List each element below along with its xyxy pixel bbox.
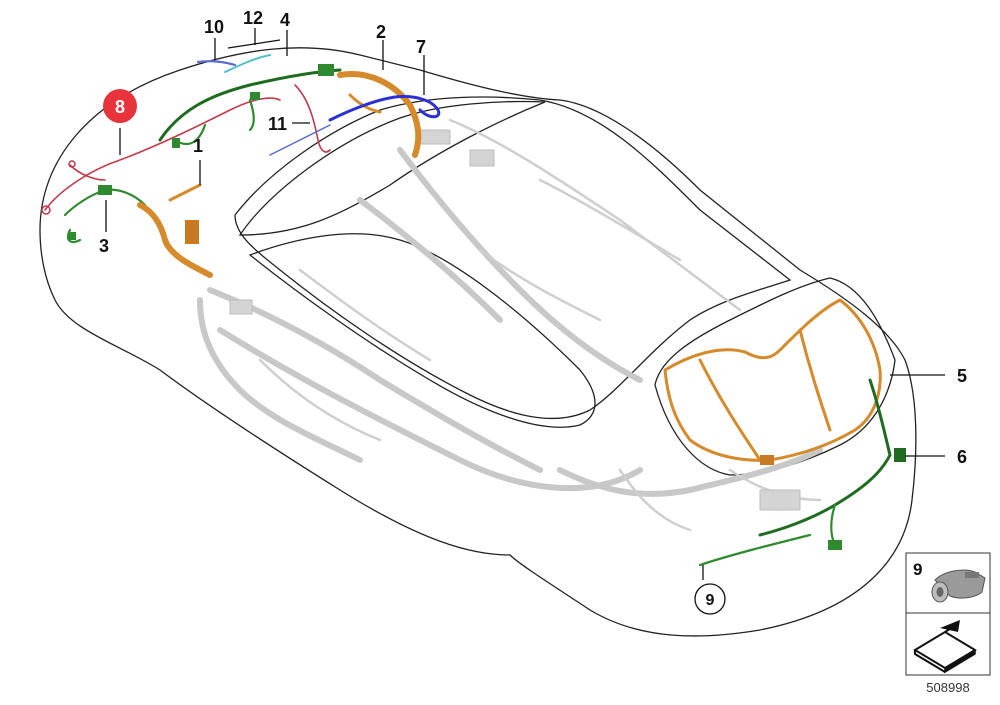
callout-3[interactable]: 3 (99, 236, 109, 256)
harness-6-wire[interactable] (758, 378, 892, 537)
inset-symbol[interactable] (905, 612, 991, 676)
callout-8-highlighted[interactable]: 8 (103, 89, 137, 123)
harness-1-wire[interactable] (137, 202, 213, 278)
harness-7-wire[interactable] (328, 95, 441, 122)
roof-glass-outline (248, 233, 596, 428)
windshield-outline (238, 100, 546, 236)
direction-arrow-icon (913, 620, 977, 674)
harness-9-wire[interactable] (698, 533, 812, 567)
connector-part-icon (931, 569, 986, 603)
callout-6[interactable]: 6 (957, 447, 967, 467)
callout-2[interactable]: 2 (376, 22, 386, 42)
callout-12[interactable]: 12 (243, 8, 263, 28)
inset-part-9[interactable]: 9 (905, 552, 991, 614)
harness-10-wire[interactable] (196, 60, 237, 67)
callout-4[interactable]: 4 (280, 10, 290, 30)
callout-1[interactable]: 1 (193, 136, 203, 156)
diagram-number: 508998 (926, 680, 969, 695)
callout-8-label: 8 (115, 97, 125, 117)
car-body-outline (39, 47, 917, 637)
harness-2-wire[interactable] (337, 71, 422, 158)
callout-5[interactable]: 5 (957, 366, 967, 386)
callout-10[interactable]: 10 (204, 17, 224, 37)
callout-7[interactable]: 7 (416, 37, 426, 57)
harness-8-wire[interactable] (44, 97, 281, 211)
leader-lines (105, 28, 945, 580)
background-harness (197, 118, 823, 532)
rear-window-outline (654, 277, 896, 476)
harness-12-wire[interactable] (224, 54, 271, 73)
harness-11-wire[interactable] (294, 84, 331, 153)
harness-5-wire[interactable] (663, 298, 882, 462)
callout-9-circled[interactable]: 9 (694, 583, 726, 615)
callout-11[interactable]: 11 (268, 114, 287, 134)
inset-part-label: 9 (913, 560, 922, 579)
callout-9-label: 9 (706, 592, 715, 609)
harness-4-wire[interactable] (158, 68, 342, 142)
cabin-outline (234, 96, 792, 419)
